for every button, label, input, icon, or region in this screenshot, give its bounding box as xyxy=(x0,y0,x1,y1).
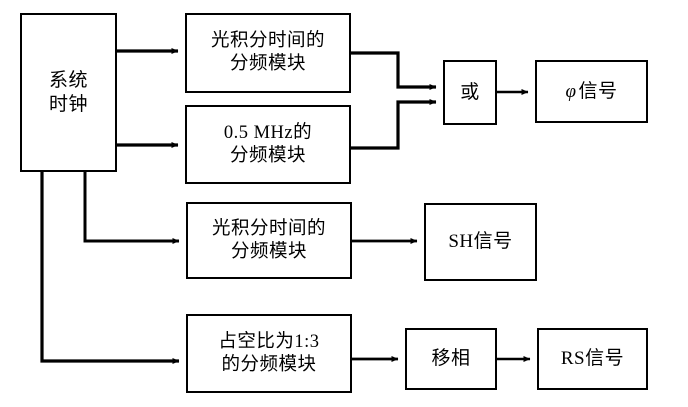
connector-half-mhz-to-or xyxy=(351,99,437,150)
connector-integration-top-to-or xyxy=(351,51,437,90)
node-divider-integration-time-top[interactable]: 光积分时间的 分频模块 xyxy=(185,13,351,93)
phi-signal-label: 信号 xyxy=(578,80,618,102)
node-divider-integration-time-mid[interactable]: 光积分时间的 分频模块 xyxy=(186,202,352,279)
phi-symbol: φ xyxy=(565,80,577,102)
node-system-clock[interactable]: 系统 时钟 xyxy=(20,13,117,172)
node-phase-shift[interactable]: 移相 xyxy=(405,328,497,390)
node-or-gate[interactable]: 或 xyxy=(443,60,497,125)
node-duty-cycle-divider[interactable]: 占空比为1:3 的分频模块 xyxy=(186,314,352,393)
connector-clock-to-integration-mid xyxy=(83,172,180,244)
connector-clock-to-duty-cycle xyxy=(40,172,180,364)
node-rs-signal[interactable]: RS信号 xyxy=(537,328,648,390)
node-sh-signal[interactable]: SH信号 xyxy=(424,203,537,281)
node-divider-0p5mhz[interactable]: 0.5 MHz的 分频模块 xyxy=(185,105,351,184)
